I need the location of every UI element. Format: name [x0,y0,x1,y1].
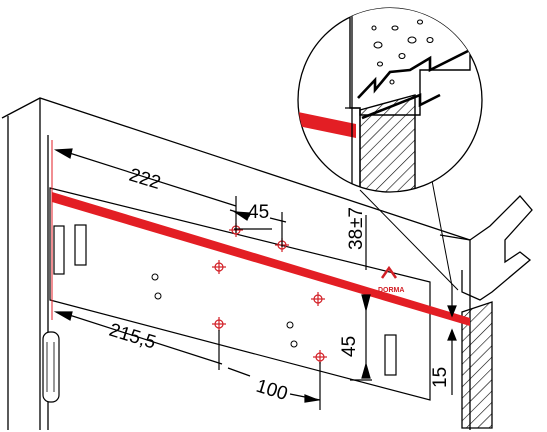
dimension-45-top: 45 [248,202,269,223]
dimension-lines [53,148,457,410]
dimension-15: 15 [430,367,451,388]
dorma-logo-mark [380,265,398,279]
zoom-red-line [298,112,356,138]
dimension-222: 222 [127,165,163,194]
hinge [42,225,65,403]
dorma-logo-text: DORMA [378,287,404,294]
zoom-leader-lines [359,169,459,291]
hole [290,340,298,348]
hole [151,273,159,281]
dorma-logo: DORMA [378,265,404,294]
door-frame [439,195,533,429]
hole [286,321,294,329]
dimension-38-tolerance: ±7 [346,207,367,228]
dimension-100: 100 [254,376,290,405]
zoom-detail-circle [297,7,483,193]
dimension-45-side: 45 [339,336,360,357]
slot-right [384,334,397,376]
slot-left [74,224,87,266]
dimension-38-group: 38 ±7 [346,207,367,250]
drill-marks [212,223,327,364]
red-reference-line [52,192,470,326]
hole [154,292,162,300]
mounting-template: DORMA [49,140,470,401]
aggregate-texture [371,19,434,85]
dimension-38: 38 [346,229,367,250]
